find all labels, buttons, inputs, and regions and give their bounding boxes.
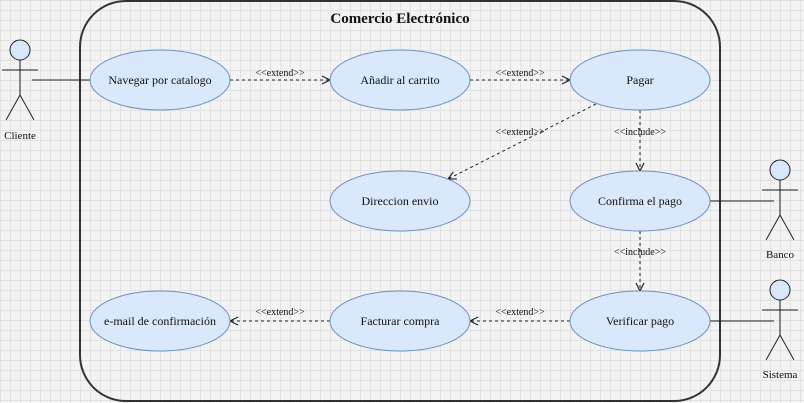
system-title: Comercio Electrónico xyxy=(330,11,469,27)
label-navegar-anadir: <<extend>> xyxy=(255,68,305,79)
actor-cliente[interactable]: Cliente xyxy=(2,39,38,142)
relation-labels: <<extend>> <<extend>> <<extend>> <<inclu… xyxy=(255,68,666,318)
extend-arrow-pagar-direccion xyxy=(448,103,597,179)
use-case-navegar[interactable]: Navegar por catalogo xyxy=(89,49,231,111)
use-case-label: e-mail de confirmación xyxy=(104,314,216,328)
label-confirma-verificar: <<include>> xyxy=(614,247,666,258)
use-case-label: Direccion envio xyxy=(362,194,439,208)
use-case-email[interactable]: e-mail de confirmación xyxy=(89,290,231,352)
actor-label: Cliente xyxy=(4,130,36,142)
label-pagar-confirma: <<include>> xyxy=(614,127,666,138)
use-case-verificar[interactable]: Verificar pago xyxy=(569,290,711,352)
use-case-confirma[interactable]: Confirma el pago xyxy=(569,170,711,232)
label-verificar-facturar: <<extend>> xyxy=(495,307,545,318)
label-pagar-direccion: <<extend>> xyxy=(495,127,545,138)
label-anadir-pagar: <<extend>> xyxy=(495,68,545,79)
actor-sistema[interactable]: Sistema xyxy=(762,279,798,381)
use-case-label: Facturar compra xyxy=(361,314,441,328)
actor-banco[interactable]: Banco xyxy=(762,159,798,261)
label-facturar-email: <<extend>> xyxy=(255,307,305,318)
actor-label: Sistema xyxy=(763,369,798,381)
associations xyxy=(32,79,774,322)
dependencies xyxy=(230,80,640,321)
stick-figure-icon xyxy=(762,279,798,361)
use-case-label: Añadir al carrito xyxy=(360,73,439,87)
use-case-pagar[interactable]: Pagar xyxy=(569,49,711,111)
use-case-facturar[interactable]: Facturar compra xyxy=(329,290,471,352)
stick-figure-icon xyxy=(2,39,38,121)
use-case-direccion[interactable]: Direccion envio xyxy=(329,170,471,232)
stick-figure-icon xyxy=(762,159,798,241)
use-case-label: Confirma el pago xyxy=(598,194,682,208)
use-case-label: Navegar por catalogo xyxy=(108,73,211,87)
use-case-anadir[interactable]: Añadir al carrito xyxy=(329,49,471,111)
actor-label: Banco xyxy=(766,249,795,261)
use-case-label: Pagar xyxy=(626,73,653,87)
use-case-label: Verificar pago xyxy=(606,314,674,328)
